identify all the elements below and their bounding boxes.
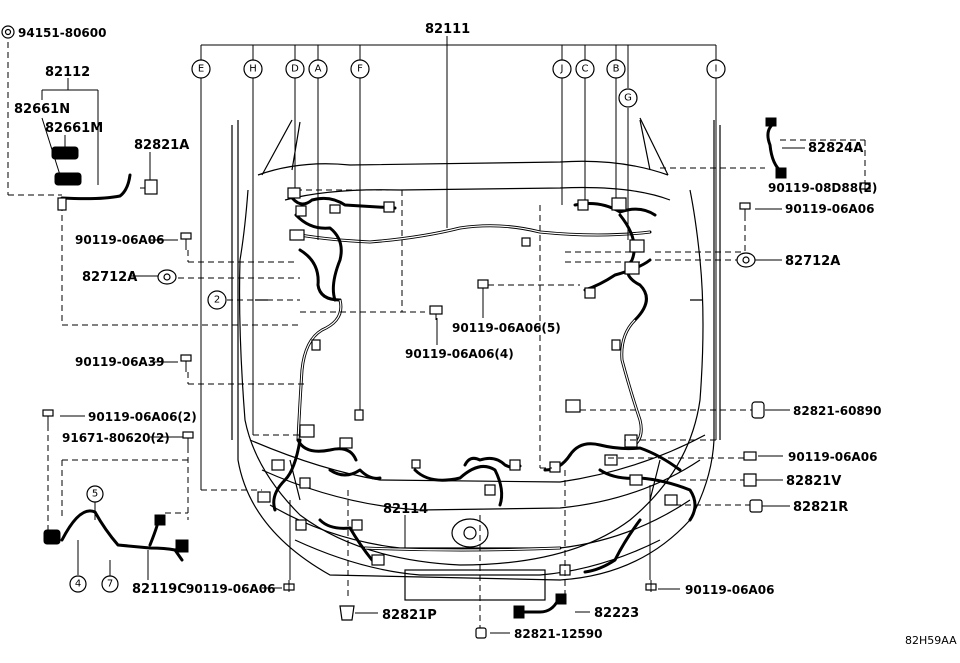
diagram-code: 82H59AA: [905, 634, 957, 647]
clip-82821P-icon: [339, 605, 355, 621]
callout-82661M: 82661M: [45, 121, 103, 136]
svg-text:H: H: [249, 64, 257, 75]
svg-text:7: 7: [107, 579, 113, 590]
svg-text:I: I: [715, 64, 718, 75]
callout-82111: 82111: [425, 22, 470, 37]
callout-90119-06A06-bottom-right: 90119-06A06: [685, 583, 774, 597]
letter-G-marker: G: [618, 88, 638, 108]
fasteners: [1, 25, 871, 639]
bolt-icon: [645, 580, 657, 592]
letter-D-marker: D: [285, 59, 305, 79]
callout-82821A: 82821A: [134, 138, 189, 153]
bolt-icon: [180, 232, 192, 250]
circled-letters: E H D A F J C B G I: [191, 59, 726, 108]
callout-90119-06A39: 90119-06A39: [75, 355, 164, 369]
letter-F-marker: F: [350, 59, 370, 79]
part-82824A-harness: [765, 117, 787, 179]
bolt-icon: [739, 202, 751, 217]
svg-text:J: J: [560, 64, 564, 75]
bolt-icon: [182, 431, 194, 449]
svg-text:2: 2: [214, 295, 220, 306]
bolt-icon: [429, 305, 443, 320]
letter-B-marker: B: [606, 59, 626, 79]
callout-82821-60890: 82821-60890: [793, 404, 881, 418]
callout-94151-80600: 94151-80600: [18, 26, 106, 40]
callout-90119-08D88-2: 90119-08D88(2): [768, 181, 877, 195]
nut-94151-icon: [1, 25, 15, 39]
part-82119C-harness: [43, 509, 189, 562]
callout-90119-06A06-bottom-left: 90119-06A06: [186, 582, 275, 596]
callout-82712A-left: 82712A: [82, 270, 137, 285]
svg-text:D: D: [291, 64, 299, 75]
letter-I-marker: I: [706, 59, 726, 79]
svg-text:5: 5: [92, 489, 98, 500]
callout-90119-06A06-4: 90119-06A06(4): [405, 347, 514, 361]
clip-82821R-icon: [749, 499, 763, 513]
callout-90119-06A06-left: 90119-06A06: [75, 233, 164, 247]
number-2-marker: 2: [207, 290, 227, 310]
letter-E-marker: E: [191, 59, 211, 79]
part-number-labels: 82111 94151-80600 82112 82661N 82661M 82…: [14, 22, 957, 647]
callout-90119-06A06-2: 90119-06A06(2): [88, 410, 197, 424]
callout-82821R: 82821R: [793, 500, 848, 515]
callout-82824A: 82824A: [808, 141, 863, 156]
bolt-icon: [859, 180, 871, 192]
number-5-marker: 5: [86, 485, 104, 503]
bolt-icon: [477, 279, 489, 292]
svg-text:C: C: [582, 64, 589, 75]
letter-C-marker: C: [575, 59, 595, 79]
bolt-icon: [743, 451, 757, 461]
svg-text:E: E: [198, 64, 204, 75]
number-4-marker: 4: [69, 575, 87, 593]
part-82223-harness: [513, 593, 567, 619]
callout-91671-80620-2: 91671-80620(2): [62, 431, 170, 445]
harness-connectors: [257, 187, 678, 576]
letter-J-marker: J: [552, 59, 572, 79]
svg-text:B: B: [613, 64, 620, 75]
callout-90119-06A06-right-upper: 90119-06A06: [785, 202, 874, 216]
clip-82821V-icon: [743, 473, 757, 487]
callout-82114: 82114: [383, 502, 428, 517]
callout-82661N: 82661N: [14, 102, 70, 117]
circled-numbers: 2 5 4 7: [69, 290, 227, 593]
bolt-icon: [42, 409, 54, 427]
bolt-icon: [180, 354, 192, 372]
clamp-82712A-icon: [736, 252, 756, 268]
callout-82821P: 82821P: [382, 608, 437, 623]
callout-82821V: 82821V: [786, 474, 841, 489]
callout-90119-06A06-5: 90119-06A06(5): [452, 321, 561, 335]
part-82112-harness: [51, 146, 158, 211]
letter-H-marker: H: [243, 59, 263, 79]
svg-text:G: G: [624, 93, 632, 104]
callout-90119-06A06-right-lower: 90119-06A06: [788, 450, 877, 464]
clip-82821-60890-icon: [751, 401, 765, 419]
svg-text:4: 4: [75, 579, 81, 590]
bolt-icon: [283, 580, 295, 592]
callout-82223: 82223: [594, 606, 639, 621]
clip-82821-12590-icon: [475, 627, 487, 639]
number-7-marker: 7: [101, 575, 119, 593]
callout-82712A-right: 82712A: [785, 254, 840, 269]
callout-82119C: 82119C: [132, 582, 187, 597]
callout-82821-12590: 82821-12590: [514, 627, 602, 641]
svg-text:A: A: [315, 64, 322, 75]
callout-82112: 82112: [45, 65, 90, 80]
clamp-82712A-icon: [157, 269, 177, 285]
svg-text:F: F: [357, 64, 363, 75]
leader-lines: [7, 36, 866, 634]
letter-A-marker: A: [308, 59, 328, 79]
